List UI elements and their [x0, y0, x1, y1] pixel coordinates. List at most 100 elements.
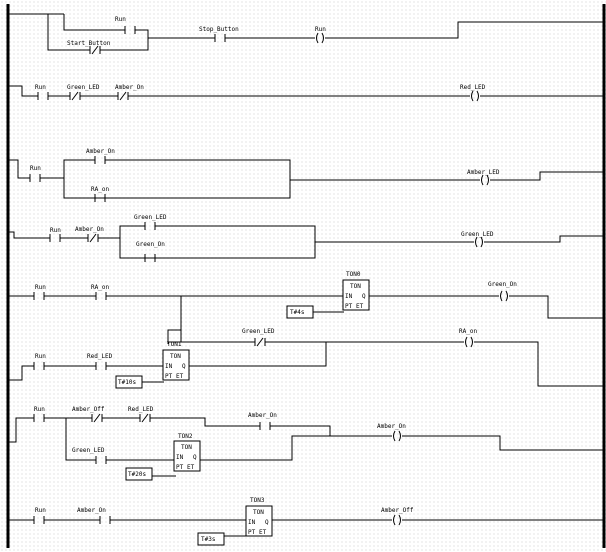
contact-label: Amber_On	[86, 148, 115, 155]
contact-label: Run	[34, 406, 45, 413]
timer-pin-et: ET	[176, 373, 184, 380]
timer-preset-box[interactable]: T#4s	[286, 305, 314, 319]
contact-label: Red_LED	[87, 353, 113, 360]
coil-label: RA_on	[459, 328, 477, 335]
contact-label: Run	[35, 507, 46, 514]
contact-start-button[interactable]: Start_Button	[67, 40, 111, 55]
contact-green-led[interactable]: Green_LED	[72, 447, 107, 464]
contact-label: Amber_On	[77, 507, 106, 514]
timer-type: TON	[253, 509, 264, 516]
rung-1: Run Green_LED Amber_On Red_LED	[8, 84, 605, 102]
coil-amber-led[interactable]: Amber_LED	[467, 169, 500, 186]
contact-amber-on[interactable]: Amber_On	[77, 507, 111, 524]
timer-preset-box[interactable]: T#3s	[197, 532, 225, 546]
contact-label: Stop_Button	[199, 26, 239, 33]
contact-ra-on[interactable]: RA_on	[91, 186, 109, 202]
timer-pin-q: Q	[193, 454, 197, 461]
coil-red-led[interactable]: Red_LED	[460, 84, 486, 102]
contact-run-2[interactable]: Run	[33, 353, 46, 370]
coil-green-on[interactable]: Green_On	[488, 281, 517, 302]
contact-amber-on[interactable]: Amber_On	[86, 148, 115, 164]
contact-label: Amber_Off	[72, 406, 105, 413]
timer-preset: T#10s	[118, 379, 136, 386]
contact-label: Green_LED	[134, 214, 167, 221]
coil-ra-on[interactable]: RA_on	[459, 328, 477, 348]
timer-pin-q: Q	[265, 519, 269, 526]
coil-run[interactable]: Run	[315, 26, 326, 44]
contact-green-led[interactable]: Green_LED	[134, 214, 167, 230]
contact-run[interactable]: Run	[33, 284, 46, 300]
contact-label: Run	[35, 353, 46, 360]
coil-label: Green_On	[488, 281, 517, 288]
timer-pin-pt: PT	[165, 373, 173, 380]
coil-amber-off[interactable]: Amber_Off	[381, 507, 414, 526]
timer-ton1[interactable]: TON1 TON IN Q PT ET	[162, 341, 190, 381]
contact-amber-on[interactable]: Amber_On	[248, 412, 277, 430]
contact-label: RA_on	[91, 284, 109, 291]
contact-green-led-neg[interactable]: Green_LED	[242, 328, 275, 347]
contact-amber-on-neg[interactable]: Amber_On	[115, 84, 144, 101]
contact-run[interactable]: Run	[29, 165, 41, 182]
timer-preset-box[interactable]: T#10s	[115, 375, 143, 389]
contact-label: Amber_On	[115, 84, 144, 91]
timer-type: TON	[350, 283, 361, 290]
contact-run[interactable]: Run	[35, 84, 49, 100]
contact-ra-on[interactable]: RA_on	[91, 284, 109, 300]
timer-ton0[interactable]: TON0 TON IN Q PT ET	[342, 271, 370, 311]
contact-green-led-neg[interactable]: Green_LED	[67, 84, 100, 101]
contact-label: Run	[35, 84, 46, 91]
contact-label: Green_LED	[72, 447, 105, 454]
contact-run[interactable]: Run	[33, 507, 46, 524]
timer-preset-box[interactable]: T#20s	[125, 467, 153, 481]
timer-preset: T#3s	[201, 536, 216, 543]
contact-green-on[interactable]: Green_On	[136, 241, 165, 262]
timer-pin-in: IN	[165, 363, 173, 370]
contact-amber-off-neg[interactable]: Amber_Off	[72, 406, 105, 423]
contact-stop-button[interactable]: Stop_Button	[199, 26, 239, 42]
contact-amber-on-neg[interactable]: Amber_On	[75, 226, 104, 243]
timer-pin-et: ET	[187, 464, 195, 471]
contact-label: Amber_On	[75, 226, 104, 233]
coil-label: Red_LED	[460, 84, 486, 91]
contact-label: Run	[30, 165, 41, 172]
contact-label: Green_LED	[67, 84, 100, 91]
timer-pin-pt: PT	[176, 464, 184, 471]
rung-5: Run Amber_Off Red_LED Amber_On Green_LED…	[8, 406, 604, 481]
contact-label: Run	[35, 284, 46, 291]
timer-name: TON1	[167, 341, 182, 348]
timer-name: TON3	[250, 497, 265, 504]
timer-pin-et: ET	[356, 303, 364, 310]
timer-name: TON0	[346, 271, 361, 278]
timer-pin-q: Q	[362, 293, 366, 300]
timer-name: TON2	[178, 433, 193, 440]
coil-label: Run	[315, 26, 326, 33]
timer-pin-pt: PT	[345, 303, 353, 310]
coil-amber-on[interactable]: Amber_On	[377, 423, 406, 442]
coil-label: Amber_LED	[467, 169, 500, 176]
timer-preset: T#4s	[290, 309, 305, 316]
coil-label: Green_LED	[461, 231, 494, 238]
timer-pin-pt: PT	[248, 529, 256, 536]
contact-red-led-neg[interactable]: Red_LED	[128, 406, 154, 423]
rung-2: Run Amber_On RA_on Amber_LED	[8, 148, 604, 202]
timer-ton2[interactable]: TON2 TON IN Q PT ET	[173, 433, 201, 472]
contact-label: Red_LED	[128, 406, 154, 413]
contact-run[interactable]: Run	[49, 227, 61, 242]
contact-label: Green_LED	[242, 328, 275, 335]
coil-label: Amber_Off	[381, 507, 414, 514]
rung-6: Run Amber_On TON3 TON IN Q PT ET T#3s Am…	[8, 497, 604, 546]
contact-label: Run	[115, 16, 126, 23]
contact-run[interactable]: Run	[33, 406, 45, 422]
coil-label: Amber_On	[377, 423, 406, 430]
timer-pin-in: IN	[176, 454, 184, 461]
contact-label: Green_On	[136, 241, 165, 248]
contact-label: Amber_On	[248, 412, 277, 419]
coil-green-led[interactable]: Green_LED	[461, 231, 494, 248]
contact-run-seal[interactable]: Run	[115, 16, 136, 34]
timer-pin-in: IN	[248, 519, 256, 526]
rung-3: Run Amber_On Green_LED Green_On Green_LE…	[8, 214, 604, 262]
timer-type: TON	[181, 444, 192, 451]
contact-red-led[interactable]: Red_LED	[87, 353, 113, 370]
timer-ton3[interactable]: TON3 TON IN Q PT ET	[245, 497, 273, 537]
timer-type: TON	[170, 353, 181, 360]
